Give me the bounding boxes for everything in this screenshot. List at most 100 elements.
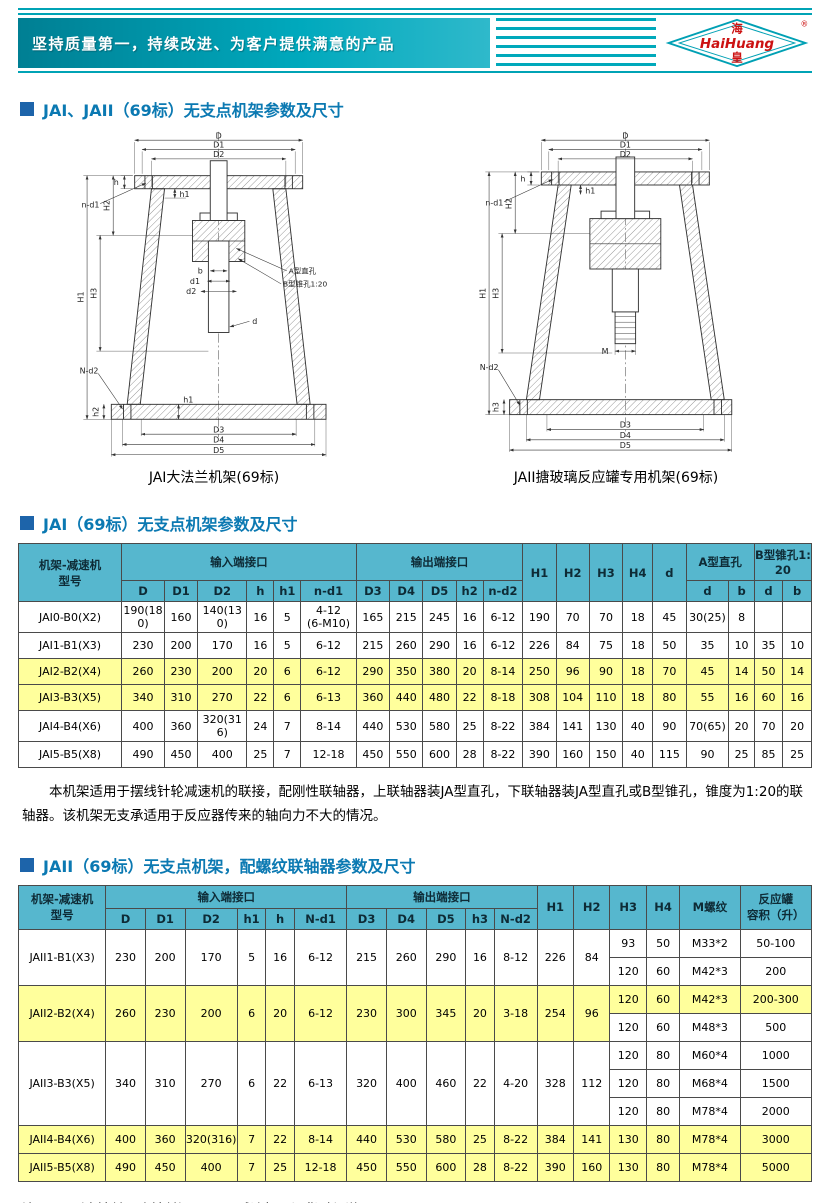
logo-bottom-char: 皇: [731, 50, 743, 64]
table-cell: 290: [425, 928, 467, 986]
table-cell: 6-12: [293, 984, 348, 1042]
dim-label-D2: D2: [620, 150, 631, 159]
table-cell: 70: [588, 601, 624, 633]
table-cell: M60*4: [679, 1040, 741, 1070]
table-cell: 84: [572, 928, 611, 986]
table-cell: 390: [536, 1152, 575, 1182]
table-cell: 130: [609, 1124, 647, 1154]
table-cell: 320(316): [184, 1124, 238, 1154]
table-cell: 25: [782, 741, 812, 768]
table-cell: M42*3: [679, 984, 741, 1014]
column-header: h3: [465, 907, 495, 930]
order-footnote: 注：JA4（大法兰、小法兰）可配X7减速机，订货时须说明。: [22, 1198, 808, 1203]
dim-label-D4: D4: [213, 436, 224, 445]
table-cell: 141: [555, 710, 590, 742]
dim-label-H1: H1: [478, 288, 487, 299]
table-cell: 70(65): [685, 710, 730, 742]
model-cell: JAI2-B2(X4): [17, 658, 123, 685]
jai-frame-geometry: [110, 131, 327, 437]
dim-label-M: M: [602, 347, 609, 356]
table-cell: 16: [465, 928, 495, 986]
table-cell: 150: [588, 741, 624, 768]
table-cell: 3000: [739, 1124, 812, 1154]
section1-title: JAI、JAII（69标）无支点机架参数及尺寸: [20, 97, 810, 121]
table-cell: 440: [346, 1124, 387, 1154]
dim-label-D3: D3: [620, 421, 631, 430]
table-cell: 22: [455, 684, 484, 711]
column-header: D2: [197, 580, 248, 602]
table-cell: 80: [645, 1096, 681, 1126]
table-cell: M42*3: [679, 956, 741, 986]
column-header: H1: [522, 543, 557, 602]
dim-label-h1: h1: [585, 186, 595, 195]
table-cell: 600: [425, 1152, 467, 1182]
column-header: D3: [346, 907, 387, 930]
table-cell: 6-13: [293, 1040, 348, 1126]
table-cell: 260: [121, 658, 165, 685]
table-cell: 110: [588, 684, 624, 711]
table-cell: 8-12: [493, 928, 538, 986]
model-cell: JAII3-B3(X5): [17, 1040, 107, 1126]
table-cell: 8-14: [300, 710, 357, 742]
table-cell: 160: [572, 1152, 611, 1182]
jaii-frame-dimensions: D D1 D2 h n-d1 h1 H1 H3: [478, 131, 733, 452]
model-column-header: 机架-减速机 型号: [17, 884, 107, 930]
dim-label-D: D: [622, 131, 628, 140]
table-cell: 5: [273, 632, 302, 659]
table-cell: 8-18: [482, 684, 524, 711]
header-banner: 坚持质量第一，持续改进、为客户提供满意的产品 海 HaiHuang 皇 ®: [18, 18, 812, 68]
dim-label-d1: d1: [190, 277, 200, 286]
table-cell: 400: [105, 1124, 146, 1154]
model-cell: JAI0-B0(X2): [17, 601, 123, 633]
column-header: 反应罐 容积（升）: [739, 884, 812, 930]
table-cell: 190: [522, 601, 557, 633]
table-cell: 360: [144, 1124, 186, 1154]
table-cell: 450: [346, 1152, 387, 1182]
table-cell: 120: [609, 956, 647, 986]
table-cell: 400: [121, 710, 165, 742]
table-cell: 360: [355, 684, 391, 711]
table-cell: 112: [572, 1040, 611, 1126]
jaii-frame-figure: D D1 D2 h n-d1 h1 H1 H3: [420, 129, 812, 487]
table-cell: 6-12: [293, 928, 348, 986]
dim-label-D1: D1: [620, 141, 631, 150]
table-cell: 7: [236, 1124, 267, 1154]
table-cell: 25: [728, 741, 755, 768]
column-header: D: [121, 580, 165, 602]
table-cell: 400: [385, 1040, 427, 1126]
section3-title: JAII（69标）无支点机架，配螺纹联轴器参数及尺寸: [20, 853, 810, 877]
table-cell: 10: [782, 632, 812, 659]
table-cell: 550: [385, 1152, 427, 1182]
table-cell: 22: [465, 1040, 495, 1126]
table-cell: 120: [609, 984, 647, 1014]
table-cell: 20: [246, 658, 275, 685]
model-cell: JAI3-B3(X5): [17, 684, 123, 711]
table-cell: 60: [645, 1012, 681, 1042]
column-header: B型锥孔1:20: [753, 543, 813, 581]
table-cell: M78*4: [679, 1124, 741, 1154]
column-header: 输入端接口: [105, 884, 348, 909]
table-cell: 8-14: [293, 1124, 348, 1154]
table-cell: 18: [622, 632, 654, 659]
table-cell: 360: [163, 710, 199, 742]
table-cell: 290: [355, 658, 391, 685]
table-cell: 260: [105, 984, 146, 1042]
header-bottom-rule: [18, 71, 812, 73]
dim-label-h2: h2: [91, 407, 100, 417]
table-cell: 328: [536, 1040, 575, 1126]
table-cell: 6-12: [300, 658, 357, 685]
table-cell: 20: [265, 984, 295, 1042]
table-cell: 35: [753, 632, 784, 659]
dim-label-n-d1: n-d1: [81, 200, 99, 209]
table-cell: 130: [609, 1152, 647, 1182]
table-cell: 84: [555, 632, 590, 659]
table-cell: 115: [652, 741, 687, 768]
table-cell: 80: [645, 1152, 681, 1182]
